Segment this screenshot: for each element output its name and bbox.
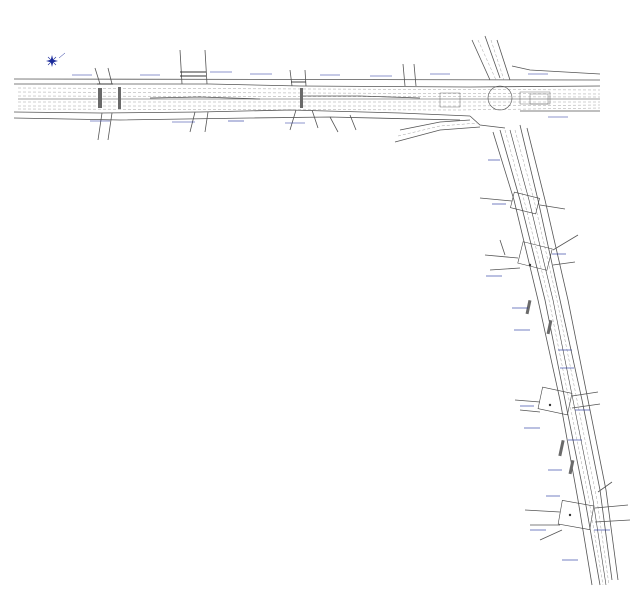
annotation-callouts <box>72 71 610 561</box>
intersection-4 <box>524 481 631 541</box>
intersection-1 <box>479 191 566 215</box>
intersection-2 <box>484 234 579 271</box>
northeast-junction <box>394 35 601 143</box>
north-south-corridor <box>479 124 631 586</box>
intersection-3 <box>514 386 601 416</box>
compass-star-icon <box>46 52 66 67</box>
east-west-corridor <box>13 49 601 141</box>
